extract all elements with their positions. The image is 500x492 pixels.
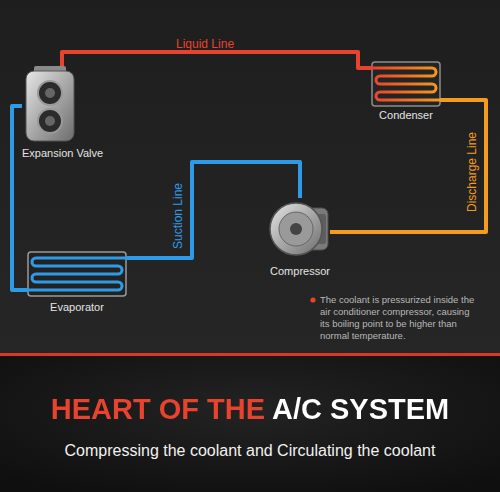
component-node: Expansion Valve <box>22 66 103 160</box>
title-text: HEART OF THE A/C SYSTEM <box>51 393 450 425</box>
line-label: Suction Line <box>171 183 185 249</box>
caption-text: Compressing the coolant and Circulating … <box>0 441 500 461</box>
component-node: Condenser <box>372 62 440 122</box>
component-node: Compressor <box>270 198 330 278</box>
compressor-drawing <box>270 203 328 255</box>
refrigerant-line <box>62 52 372 68</box>
evaporator-drawing <box>28 252 126 296</box>
line-label: Discharge Line <box>465 132 479 212</box>
background <box>0 355 500 492</box>
valve-drawing <box>26 66 74 141</box>
component-label: Evaporator <box>28 300 126 314</box>
component-node: Evaporator <box>28 252 126 314</box>
refrigerant-line <box>330 100 486 232</box>
component-label: Expansion Valve <box>22 146 103 160</box>
refrigerant-line <box>126 162 300 258</box>
title-block: HEART OF THE A/C SYSTEM <box>0 392 500 426</box>
refrigerant-line <box>12 106 28 290</box>
component-label: Condenser <box>372 108 440 122</box>
line-label: Liquid Line <box>176 37 234 51</box>
condenser-drawing <box>372 62 440 106</box>
bullet-dot <box>310 297 315 302</box>
divider-line <box>0 353 500 356</box>
component-label: Compressor <box>270 264 330 278</box>
note-text: The coolant is pressurized inside the ai… <box>320 294 480 342</box>
background <box>0 0 500 355</box>
